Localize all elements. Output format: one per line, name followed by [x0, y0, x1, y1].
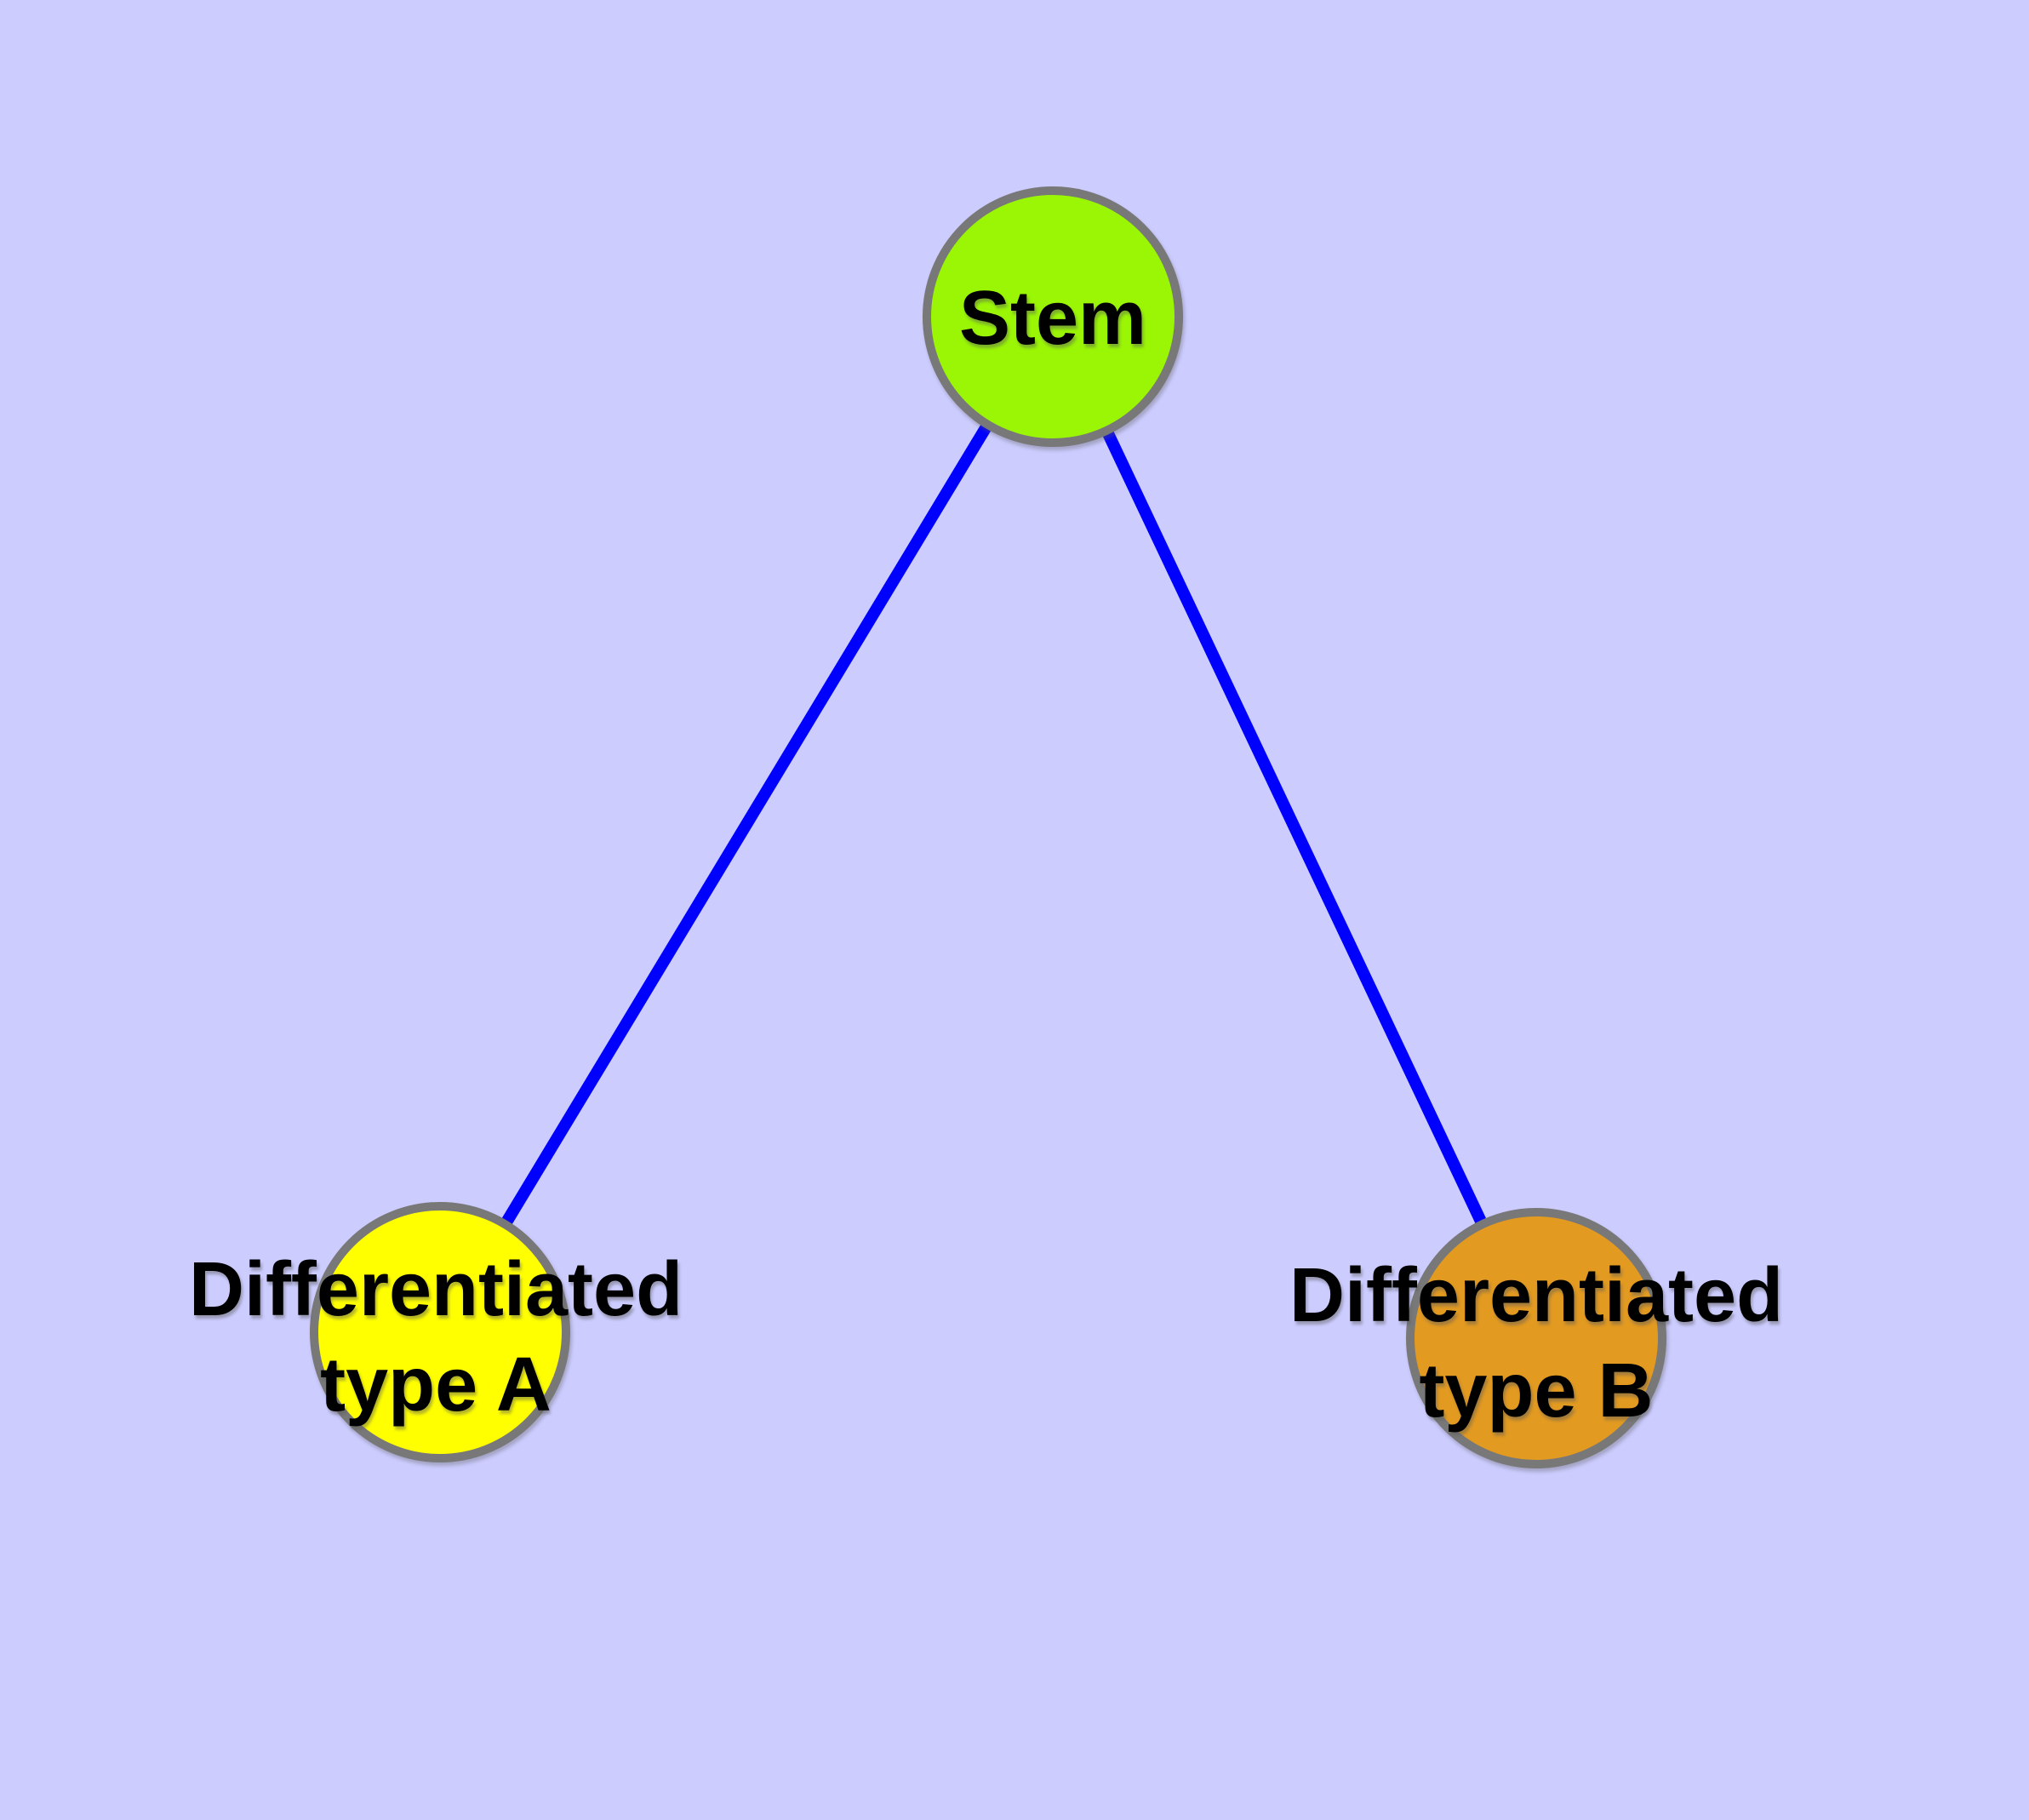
node-type-a-label-line-1: Differentiated [188, 1247, 683, 1332]
node-type-b-label-line-1: Differentiated [1289, 1253, 1784, 1338]
edge-stem-to-type-a [435, 313, 1058, 1336]
node-type-b-circle [1406, 1208, 1666, 1468]
node-stem-label-line-1: Stem [958, 276, 1147, 361]
node-stem-circle [923, 186, 1183, 447]
node-type-b-label-line-2: type B [1419, 1348, 1654, 1434]
node-type-b-label: Differentiated type B [1289, 1248, 1783, 1439]
node-type-a-label: Differentiated type A [189, 1242, 683, 1433]
edge-stem-to-type-b [1047, 314, 1542, 1341]
node-type-a-label-line-2: type A [320, 1342, 552, 1428]
node-stem-label: Stem [959, 271, 1146, 366]
node-type-a-circle [310, 1202, 570, 1462]
